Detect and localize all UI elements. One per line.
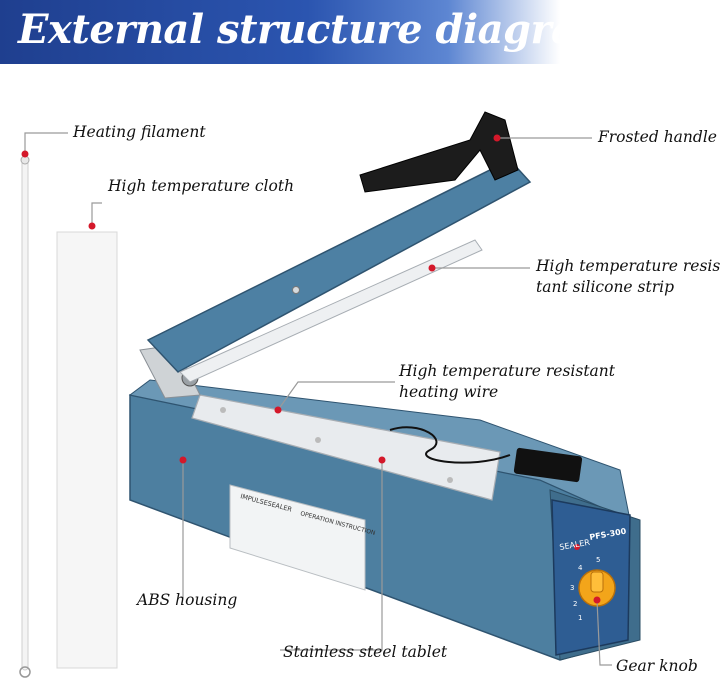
title-banner: External structure diagram	[0, 0, 619, 64]
label-heating-wire-line1: High temperature resistant	[399, 362, 616, 380]
dial-number: 1	[578, 614, 582, 622]
stainless-steel-tablet	[191, 394, 501, 501]
power-plug	[513, 447, 583, 483]
label-frosted-handle: Frosted handle	[598, 128, 717, 146]
upper-arm	[146, 159, 532, 373]
label-stainless-steel-tablet: Stainless steel tablet	[283, 643, 448, 661]
dial-number: 3	[570, 584, 574, 592]
dial-numbers: 1 2 3 4 5	[570, 556, 600, 622]
label-heating-filament: Heating filament	[73, 123, 206, 141]
heating-filament	[19, 155, 31, 678]
sealer-device	[128, 111, 641, 661]
dial-number: 4	[578, 564, 583, 572]
label-gear-knob: Gear knob	[616, 657, 698, 675]
frosted-handle[interactable]	[359, 111, 519, 193]
label-abs-housing: ABS housing	[137, 591, 238, 609]
label-silicone-strip-line2: tant silicone strip	[536, 278, 675, 296]
instruction-sticker	[229, 484, 366, 591]
label-high-temperature-cloth: High temperature cloth	[108, 177, 295, 195]
dial-number: 5	[596, 556, 600, 564]
page-title: External structure diagram	[18, 6, 619, 53]
label-markers	[21, 134, 601, 604]
dial-number: 2	[573, 600, 577, 608]
high-temperature-cloth	[56, 231, 118, 669]
label-heating-wire-line2: heating wire	[399, 383, 499, 401]
leader-lines	[24, 132, 612, 666]
silicone-strip	[179, 239, 483, 383]
label-silicone-strip-line1: High temperature resis-	[536, 257, 720, 275]
